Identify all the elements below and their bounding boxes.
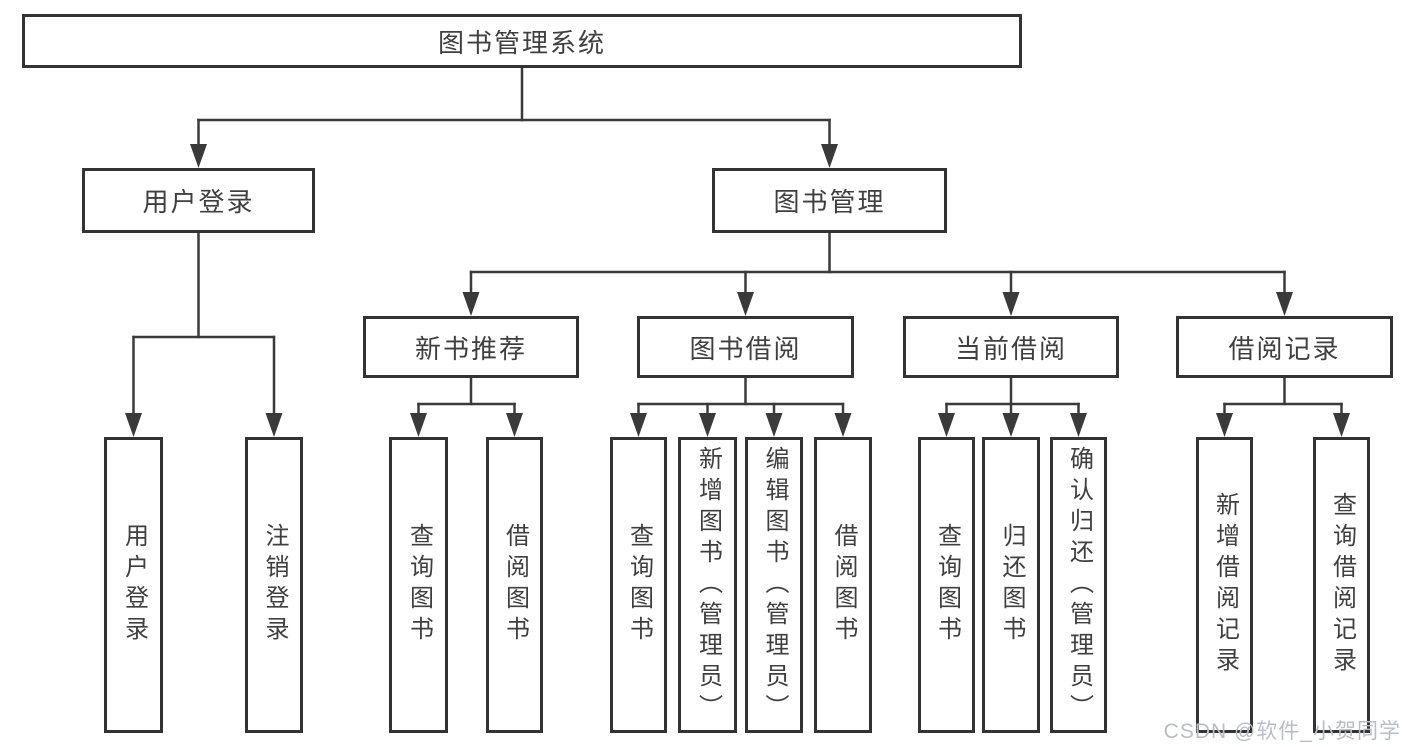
node-v-query-book-2: 查询图书: [610, 437, 667, 733]
node-user-login: 用户登录: [82, 168, 315, 233]
node-label: 新增借阅记录: [1211, 492, 1239, 678]
node-book-borrow: 图书借阅: [637, 316, 854, 378]
node-v-confirm-return: 确认归还（管理员）: [1050, 437, 1107, 733]
node-label: 查询借阅记录: [1328, 492, 1356, 678]
node-v-borrow-book-1: 借阅图书: [486, 437, 543, 733]
node-label: 图书管理: [773, 187, 886, 217]
watermark: CSDN @软件_小贺同学: [1163, 720, 1401, 743]
node-borrow-records: 借阅记录: [1176, 316, 1393, 378]
node-v-query-book-3: 查询图书: [918, 437, 975, 733]
node-label: 当前借阅: [954, 333, 1067, 364]
node-label: 查询图书: [933, 523, 961, 647]
node-v-return-book: 归还图书: [982, 437, 1040, 733]
node-v-logout: 注销登录: [245, 437, 303, 733]
node-current-borrow: 当前借阅: [903, 316, 1119, 378]
node-label: 图书管理系统: [437, 27, 606, 58]
node-v-query-record: 查询借阅记录: [1313, 437, 1370, 733]
node-new-book-rec: 新书推荐: [363, 316, 579, 378]
node-label: 用户登录: [142, 187, 255, 217]
node-v-edit-book: 编辑图书（管理员）: [745, 437, 803, 733]
node-root: 图书管理系统: [22, 14, 1022, 68]
node-label: 查询图书: [405, 523, 433, 647]
node-label: 查询图书: [625, 523, 653, 647]
node-label: 新书推荐: [414, 333, 527, 364]
node-label: 用户登录: [120, 523, 148, 647]
node-v-add-record: 新增借阅记录: [1196, 437, 1253, 733]
node-label: 注销登录: [261, 523, 288, 647]
node-label: 借阅图书: [830, 523, 857, 647]
node-label: 新增图书（管理员）: [694, 445, 722, 725]
node-label: 借阅记录: [1228, 333, 1341, 364]
node-v-borrow-book-2: 借阅图书: [814, 437, 872, 733]
node-label: 编辑图书（管理员）: [761, 445, 788, 725]
node-v-query-book-1: 查询图书: [389, 437, 448, 733]
node-label: 图书借阅: [689, 333, 802, 364]
node-book-mgmt: 图书管理: [712, 168, 947, 233]
node-v-add-book: 新增图书（管理员）: [678, 437, 737, 733]
node-v-user-login: 用户登录: [104, 437, 163, 733]
node-label: 归还图书: [998, 523, 1025, 647]
node-label: 借阅图书: [501, 523, 529, 647]
node-label: 确认归还（管理员）: [1065, 445, 1093, 725]
